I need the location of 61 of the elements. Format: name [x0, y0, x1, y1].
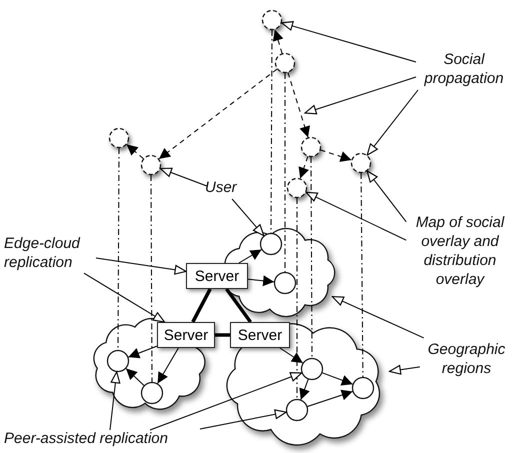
arrow — [306, 390, 354, 407]
thick-line — [225, 288, 252, 324]
callout-label: Social propagation — [414, 50, 514, 88]
leader-line — [388, 364, 420, 375]
user-node — [107, 350, 129, 372]
callout-label: Geographic regions — [418, 340, 515, 378]
server-box: Server — [157, 322, 215, 348]
leader-line — [366, 170, 407, 222]
thick-line — [191, 288, 212, 323]
dash-dot-line — [284, 72, 286, 272]
user-node — [141, 382, 163, 404]
social-node — [109, 128, 129, 148]
server-box: Server — [230, 322, 290, 348]
dashed-arrow — [272, 29, 284, 54]
dashed-arrow — [158, 68, 278, 160]
dash-dot-line — [360, 172, 364, 378]
social-node — [262, 10, 282, 30]
arrow — [238, 249, 262, 264]
leader-line — [200, 409, 287, 430]
dash-dot-line — [118, 148, 120, 350]
arrow — [157, 348, 179, 384]
leader-line — [281, 21, 416, 62]
arrow — [299, 378, 310, 400]
dash-dot-line — [296, 198, 298, 400]
user-node — [301, 358, 323, 380]
leader-line — [232, 198, 264, 236]
social-node — [287, 178, 307, 198]
thick-line — [215, 333, 230, 337]
callout-label: Map of social overlay and distribution overlay — [404, 213, 516, 289]
social-node — [301, 137, 321, 157]
user-node — [352, 377, 374, 399]
user-node — [274, 272, 296, 294]
arrow — [128, 346, 158, 358]
callout-label: Edge-cloud replication — [4, 234, 104, 272]
dashed-arrow — [320, 150, 352, 162]
social-node — [141, 155, 161, 175]
arrow — [279, 348, 304, 364]
dashed-arrow — [298, 156, 309, 179]
social-node — [275, 53, 295, 73]
leader-line — [366, 90, 418, 156]
dash-dot-line — [150, 174, 152, 382]
callout-label: User — [205, 178, 251, 197]
leader-line — [96, 258, 187, 275]
leader-line — [304, 76, 416, 114]
arrow — [126, 368, 144, 386]
dash-dot-line — [310, 156, 312, 358]
callout-label: Peer-assisted replication — [4, 429, 204, 448]
arrow — [248, 275, 275, 286]
dashed-arrow — [126, 144, 144, 160]
leader-line — [84, 272, 166, 323]
arrow — [322, 372, 354, 386]
dashed-arrow — [288, 72, 310, 138]
leader-line — [332, 296, 424, 338]
user-node — [260, 233, 282, 255]
leader-line — [150, 372, 302, 430]
leader-line — [160, 168, 208, 186]
social-node — [351, 153, 371, 173]
leader-line — [110, 371, 120, 430]
server-box: Server — [186, 263, 248, 289]
user-node — [286, 399, 308, 421]
leader-line — [305, 192, 407, 241]
